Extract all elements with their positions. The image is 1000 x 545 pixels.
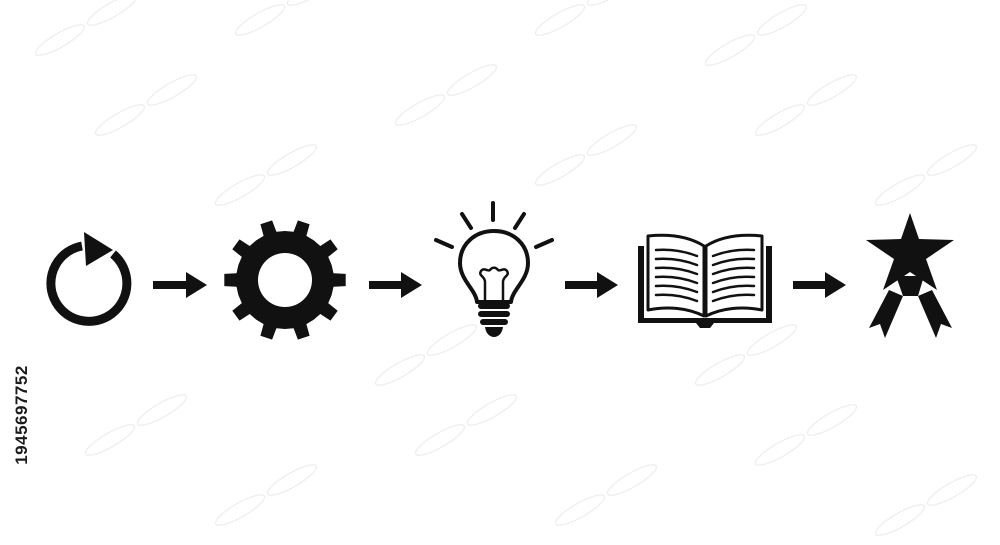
award-star-icon <box>866 213 954 338</box>
stock-id-watermark: 1945697752 <box>12 300 32 530</box>
arrow-right-icon <box>793 272 846 298</box>
gear-shape <box>224 220 346 340</box>
arrow-right-icon <box>153 272 207 298</box>
refresh-icon <box>46 232 132 326</box>
lightbulb-icon <box>434 201 554 337</box>
stock-id-text: 1945697752 <box>12 365 32 465</box>
open-book-icon <box>638 233 772 328</box>
arrow-right-icon <box>565 272 618 298</box>
arrow-right-icon <box>369 272 422 298</box>
gear-icon <box>224 220 346 340</box>
